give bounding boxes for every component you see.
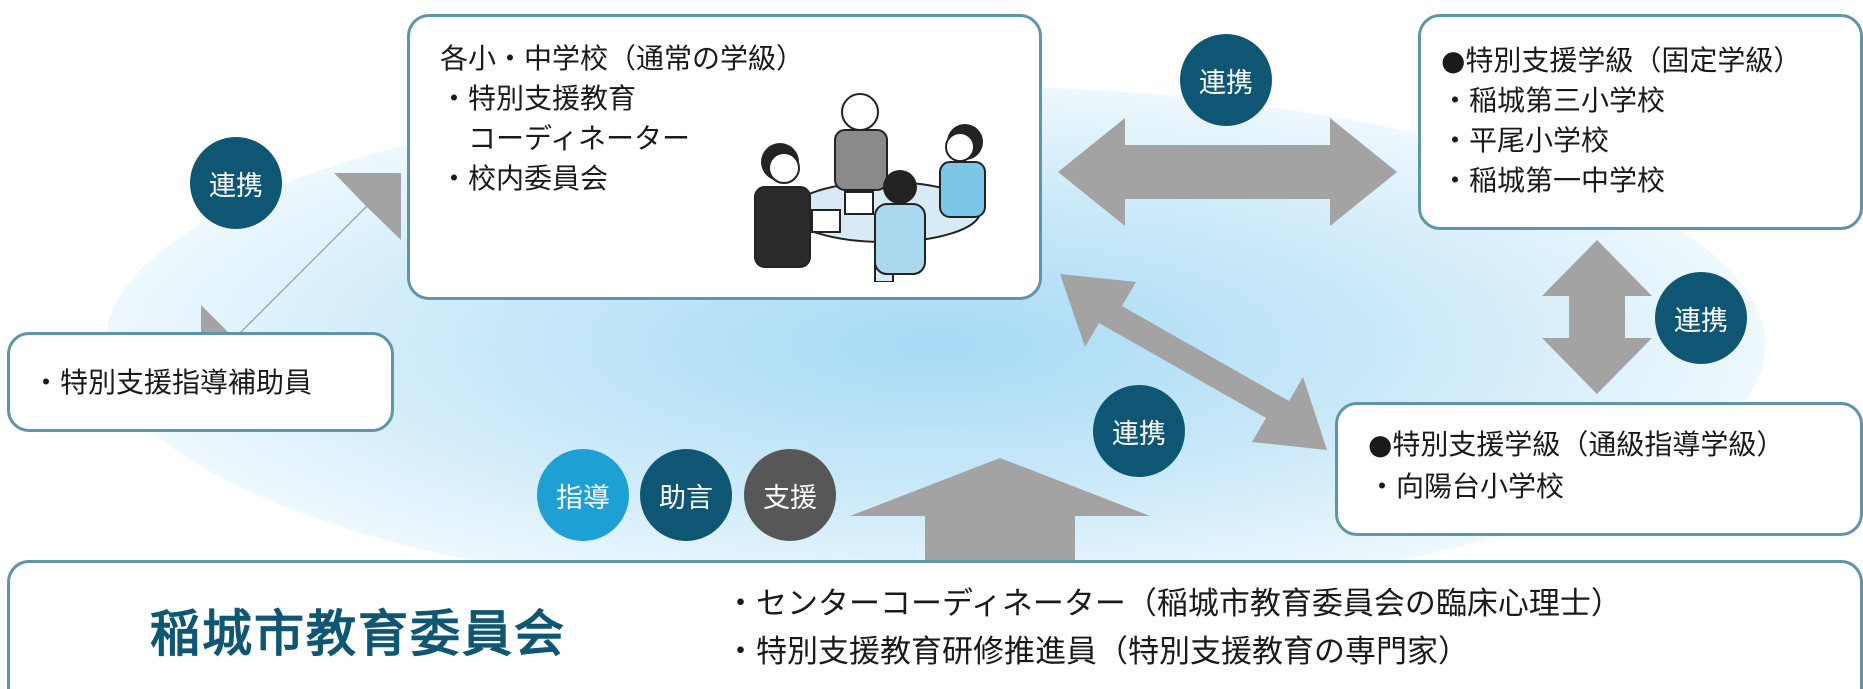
fixed-class-item: ・稲城第三小学校 (1441, 84, 1666, 117)
advice-badge: 助言 (640, 449, 732, 541)
resource-class-title: ●特別支援学級（通級指導学級） (1368, 428, 1785, 461)
fixed-class-box: ●特別支援学級（固定学級） ・稲城第三小学校 ・平尾小学校 ・稲城第一中学校 (1418, 14, 1863, 230)
fixed-class-item: ・平尾小学校 (1441, 124, 1610, 157)
assistant-item: ・特別支援指導補助員 (32, 366, 313, 399)
schools-box-item: コーディネーター (440, 122, 691, 155)
support-up-arrow (850, 458, 1150, 575)
board-item: ・特別支援教育研修推進員（特別支援教育の専門家） (725, 634, 1469, 670)
support-badge: 支援 (744, 449, 836, 541)
board-item: ・センターコーディネーター（稲城市教育委員会の臨床心理士） (725, 586, 1622, 622)
link-badge: 連携 (1180, 34, 1272, 126)
link-badge: 連携 (190, 137, 282, 229)
resource-class-box: ●特別支援学級（通級指導学級） ・向陽台小学校 (1335, 402, 1863, 536)
fixed-class-item: ・稲城第一中学校 (1441, 164, 1666, 197)
link-arrow-schools-resource (1060, 274, 1327, 450)
board-box (7, 560, 1863, 689)
board-title: 稲城市教育委員会 (150, 604, 566, 663)
assistant-box: ・特別支援指導補助員 (7, 332, 394, 432)
link-arrow-schools-fixed (1058, 118, 1397, 226)
link-badge: 連携 (1093, 385, 1185, 477)
schools-box-item: ・特別支援教育 (440, 82, 637, 115)
schools-box-item: ・校内委員会 (440, 162, 609, 195)
link-arrow-fixed-resource (1542, 240, 1652, 394)
link-arrow-assistant-schools (201, 173, 401, 372)
fixed-class-title: ●特別支援学級（固定学級） (1441, 44, 1802, 77)
meeting-illustration (754, 93, 986, 282)
schools-box-title: 各小・中学校（通常の学級） (440, 42, 805, 75)
schools-box: 各小・中学校（通常の学級） ・特別支援教育 コーディネーター ・校内委員会 (407, 14, 1042, 300)
link-badge: 連携 (1655, 272, 1747, 364)
guidance-badge: 指導 (537, 449, 629, 541)
resource-class-item: ・向陽台小学校 (1368, 470, 1565, 503)
